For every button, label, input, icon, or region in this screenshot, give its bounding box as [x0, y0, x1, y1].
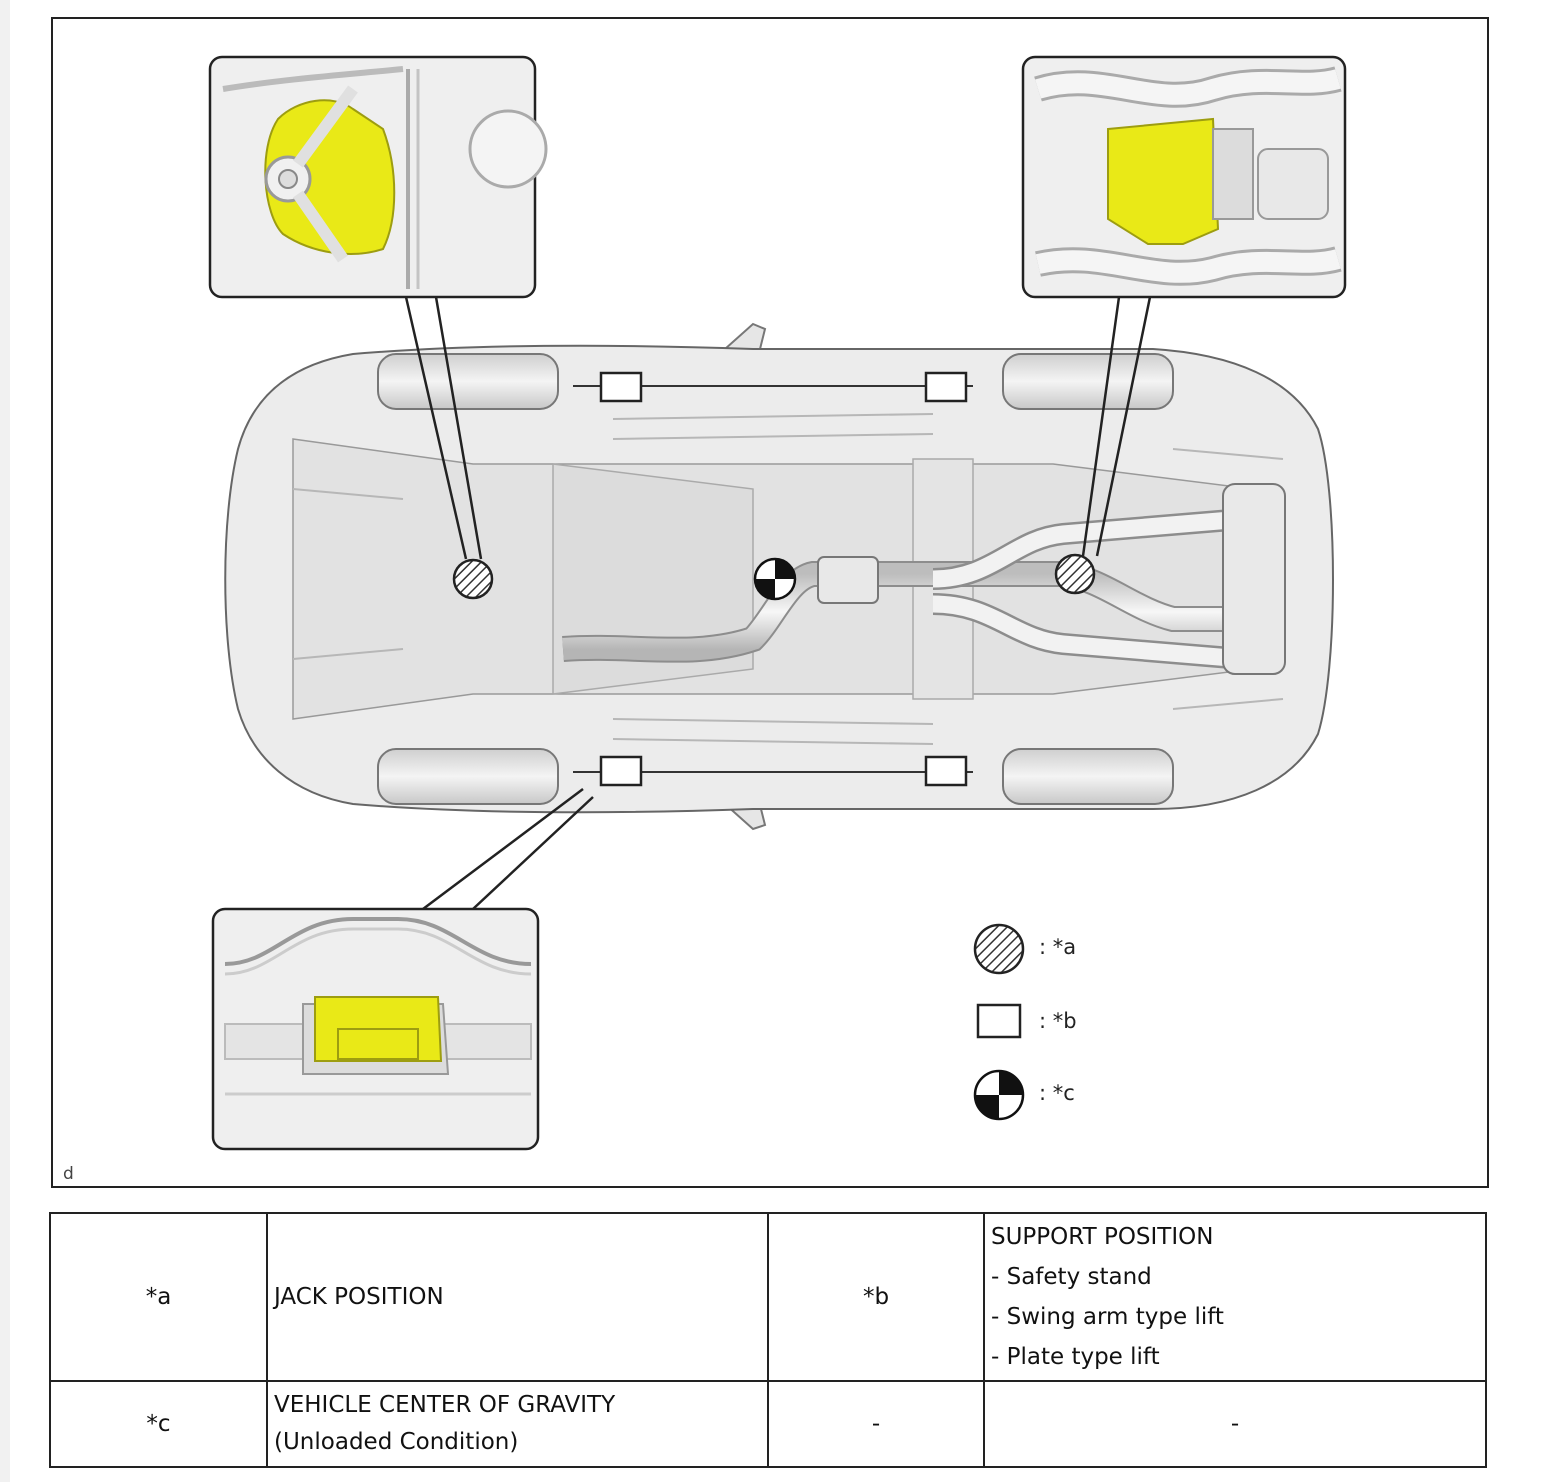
- description-cell: JACK POSITION: [266, 1212, 769, 1382]
- vehicle-underbody-figure: : *a : *b : *c d: [51, 17, 1489, 1188]
- code-cell: *b: [767, 1212, 985, 1382]
- description-line: JACK POSITION: [274, 1284, 444, 1310]
- front-jack-detail-inset: [208, 55, 548, 299]
- code-cell: -: [767, 1380, 985, 1468]
- description-line: - Plate type lift: [991, 1344, 1160, 1370]
- support-position-rear-right: [924, 755, 968, 787]
- legend-label-a: : *a: [1039, 935, 1077, 959]
- exhaust-pipes: [562, 483, 1286, 675]
- legend-label-b: : *b: [1039, 1009, 1077, 1033]
- description-line: - Safety stand: [991, 1264, 1152, 1290]
- support-position-detail-inset: [211, 907, 540, 1151]
- support-position-front-left: [599, 371, 643, 403]
- legend-rectangle-icon: [976, 1003, 1022, 1039]
- legend-hatched-circle-icon: [973, 923, 1025, 975]
- description-line: (Unloaded Condition): [274, 1429, 519, 1455]
- figure-id-label: d: [63, 1164, 74, 1184]
- underbody-illustration: [208, 55, 1347, 1151]
- legend-center-of-gravity-icon: [973, 1069, 1025, 1121]
- support-position-rear-left: [924, 371, 968, 403]
- description-line: VEHICLE CENTER OF GRAVITY: [274, 1392, 616, 1418]
- table-row: *c VEHICLE CENTER OF GRAVITY (Unloaded C…: [49, 1380, 1487, 1468]
- description-cell: -: [983, 1380, 1487, 1468]
- support-position-front-right: [599, 755, 643, 787]
- left-gutter: [0, 0, 10, 1482]
- table-row: *a JACK POSITION *b SUPPORT POSITION - S…: [49, 1212, 1487, 1382]
- description-cell: SUPPORT POSITION - Safety stand - Swing …: [983, 1212, 1487, 1382]
- code-cell: *c: [49, 1380, 268, 1468]
- support-position-markers: [599, 371, 968, 787]
- description-cell: VEHICLE CENTER OF GRAVITY (Unloaded Cond…: [266, 1380, 769, 1468]
- callout-leaders: [404, 296, 1152, 910]
- jack-position-rear: [1054, 553, 1096, 595]
- legend-label-c: : *c: [1039, 1081, 1075, 1105]
- center-of-gravity-marker: [753, 557, 797, 601]
- jack-position-front: [452, 558, 494, 600]
- legend-table: *a JACK POSITION *b SUPPORT POSITION - S…: [49, 1212, 1487, 1468]
- rear-jack-detail-inset: [1021, 55, 1347, 299]
- code-cell: *a: [49, 1212, 268, 1382]
- description-line: - Swing arm type lift: [991, 1304, 1224, 1330]
- description-line: SUPPORT POSITION: [991, 1224, 1214, 1250]
